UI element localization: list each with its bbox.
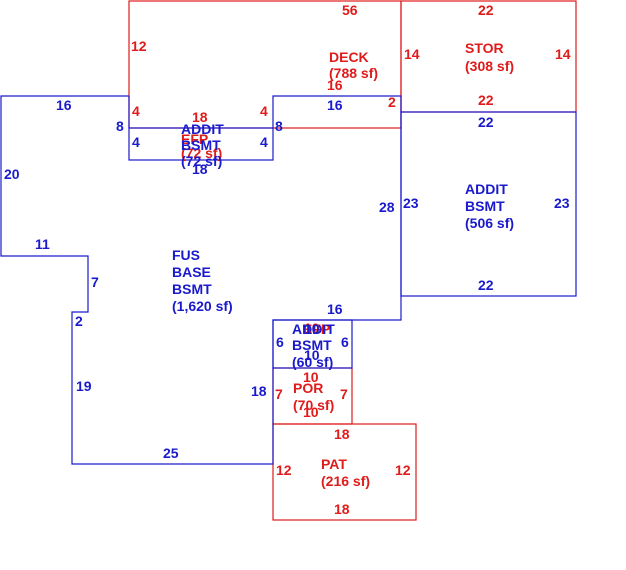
fus-size: (1,620 sf): [172, 298, 233, 314]
pat-label: PAT: [321, 456, 347, 472]
dim-stor-bottom: 22: [478, 92, 494, 108]
dim-fus-step-2: 2: [75, 313, 83, 329]
efp-small-label: EFP: [303, 321, 330, 337]
dim-fus-right-8: 8: [275, 118, 283, 134]
dim-fus-top-left: 16: [56, 97, 72, 113]
dim-stor-top: 22: [478, 2, 494, 18]
dim-deck-right-14: 14: [404, 46, 420, 62]
dim-pat-top: 18: [334, 426, 350, 442]
dim-addit-right-left: 23: [403, 195, 419, 211]
addit-small-label-2: BSMT: [292, 337, 332, 353]
dim-fus-step-11: 11: [35, 236, 50, 252]
por-size: (70 sf): [293, 397, 334, 413]
addit-right-size: (506 sf): [465, 215, 514, 231]
deck-label: DECK: [329, 49, 369, 65]
addit-right-label-1: ADDIT: [465, 181, 508, 197]
dim-deck-left: 12: [131, 38, 147, 54]
dim-addit-top-left-blue: 4: [132, 134, 140, 150]
dim-small-top-b: 10: [304, 321, 320, 337]
dim-small-top-a: 10: [304, 320, 320, 336]
dim-addit-right-bottom: 22: [478, 277, 494, 293]
pat-size: (216 sf): [321, 473, 370, 489]
stor-size: (308 sf): [465, 58, 514, 74]
deck-size: (788 sf): [329, 65, 378, 81]
pat-outline: [272, 423, 417, 521]
dim-por-bottom: 10: [303, 404, 319, 420]
addit-bsmt-top-outline: [128, 127, 274, 161]
fus-base-bsmt-outline: [0, 95, 402, 465]
fus-label-2: BASE: [172, 264, 211, 280]
dim-addit-top-right-blue: 4: [260, 134, 268, 150]
addit-top-size: (72 sf): [181, 153, 222, 169]
dim-deck-top: 56: [342, 2, 358, 18]
addit-top-label-1: ADDIT: [181, 121, 224, 137]
addit-bsmt-right-outline: [400, 111, 577, 297]
dim-fus-left-20: 20: [4, 166, 20, 182]
dim-addit-top-top: 18: [192, 109, 208, 125]
dim-fus-left-8: 8: [116, 118, 124, 134]
stor-label: STOR: [465, 40, 504, 56]
addit-bsmt-small-outline: [272, 319, 353, 369]
dim-fus-right-28: 28: [379, 199, 395, 215]
dim-small-left: 6: [276, 334, 284, 350]
dim-fus-step-7: 7: [91, 274, 99, 290]
dim-fus-bottom-25: 25: [163, 445, 179, 461]
efp-top-size: (72 sf): [181, 145, 222, 161]
addit-small-size: (60 sf): [292, 354, 333, 370]
dim-stor-right: 14: [555, 46, 571, 62]
dim-small-right: 6: [341, 334, 349, 350]
dim-por-top: 10: [303, 369, 319, 385]
dim-small-bottom: 10: [304, 347, 320, 363]
dim-addit-right-right: 23: [554, 195, 570, 211]
addit-top-label-2: BSMT: [181, 137, 221, 153]
addit-right-label-2: BSMT: [465, 198, 505, 214]
dim-fus-notch-16: 16: [327, 301, 343, 317]
dim-deck-inner-16: 16: [327, 77, 343, 93]
dim-por-right: 7: [340, 386, 348, 402]
dim-addit-top-bottom: 18: [192, 161, 208, 177]
dim-addit-top-right-red: 4: [260, 103, 268, 119]
dim-deck-inner-2: 2: [388, 94, 396, 110]
addit-small-label-1: ADDIT: [292, 321, 335, 337]
efp-top-label: EFP: [181, 131, 208, 147]
dim-pat-right: 12: [395, 462, 411, 478]
dim-por-left: 7: [275, 386, 283, 402]
dim-fus-right-18: 18: [251, 383, 267, 399]
fus-label-1: FUS: [172, 247, 200, 263]
por-label: POR: [293, 380, 323, 396]
fus-label-3: BSMT: [172, 281, 212, 297]
dim-fus-left-19: 19: [76, 378, 92, 394]
dim-pat-left: 12: [276, 462, 292, 478]
dim-addit-top-left-red: 4: [132, 103, 140, 119]
dim-addit-right-top: 22: [478, 114, 494, 130]
dim-fus-top-right: 16: [327, 97, 343, 113]
dim-pat-bottom: 18: [334, 501, 350, 517]
